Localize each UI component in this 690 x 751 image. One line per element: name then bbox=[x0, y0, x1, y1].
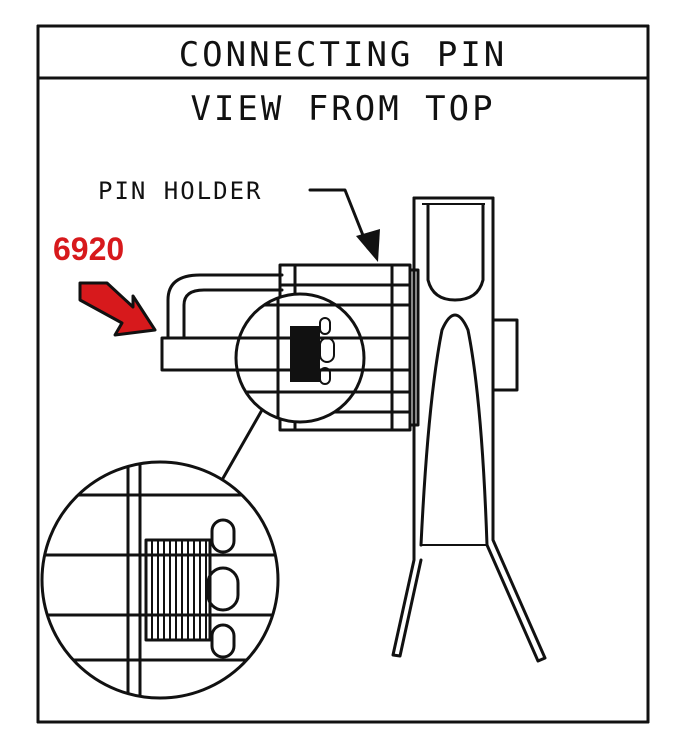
diagram-title: CONNECTING PIN bbox=[179, 35, 508, 75]
pin-holder-leader-line bbox=[308, 188, 370, 250]
magnifier-circle-small bbox=[234, 292, 366, 424]
spring-detail-large bbox=[42, 462, 278, 698]
pin-holder-label: PIN HOLDER bbox=[98, 177, 263, 205]
detail-circle-large bbox=[40, 460, 280, 700]
detail-connector-line bbox=[220, 408, 264, 482]
pin-holder-arrowhead bbox=[356, 229, 380, 262]
frame-arm bbox=[391, 196, 547, 663]
drawing-frame bbox=[36, 24, 650, 724]
red-pointer-arrow bbox=[78, 281, 157, 337]
part-number-label: 6920 bbox=[53, 231, 124, 267]
diagram-subtitle: VIEW FROM TOP bbox=[190, 89, 495, 129]
coil-spring bbox=[144, 538, 212, 642]
